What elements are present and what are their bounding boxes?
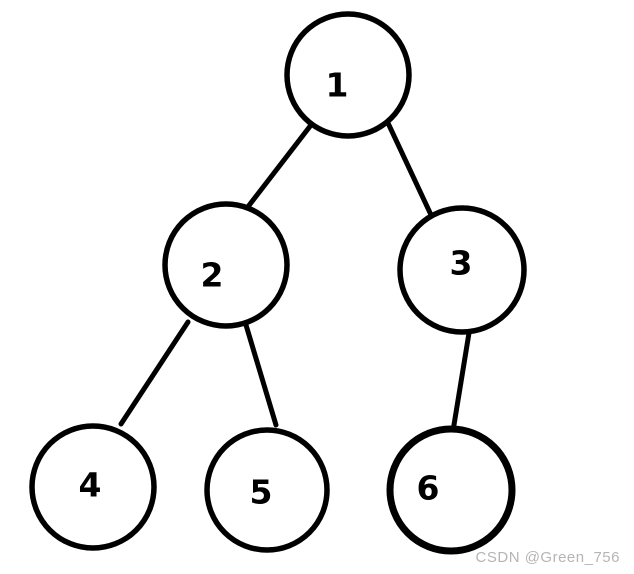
tree-edge-1-2 [244, 122, 314, 211]
tree-node-label-6: 6 [417, 469, 440, 508]
tree-edge-2-5 [243, 322, 279, 428]
tree-node-2 [162, 201, 290, 329]
tree-node-label-4: 4 [79, 466, 102, 505]
tree-edge-3-6 [450, 330, 472, 434]
tree-node-label-1: 1 [326, 66, 349, 105]
tree-edge-1-3 [385, 120, 435, 220]
tree-node-4 [29, 423, 157, 551]
csdn-watermark: CSDN @Green_756 [475, 549, 620, 566]
tree-node-5 [204, 427, 330, 553]
tree-node-label-5: 5 [250, 473, 273, 512]
tree-edge-2-4 [118, 319, 191, 427]
tree-node-6 [386, 425, 516, 555]
tree-node-label-3: 3 [450, 244, 473, 283]
tree-node-1 [284, 11, 412, 139]
tree-node-label-2: 2 [201, 256, 224, 295]
tree-node-3 [397, 205, 527, 335]
